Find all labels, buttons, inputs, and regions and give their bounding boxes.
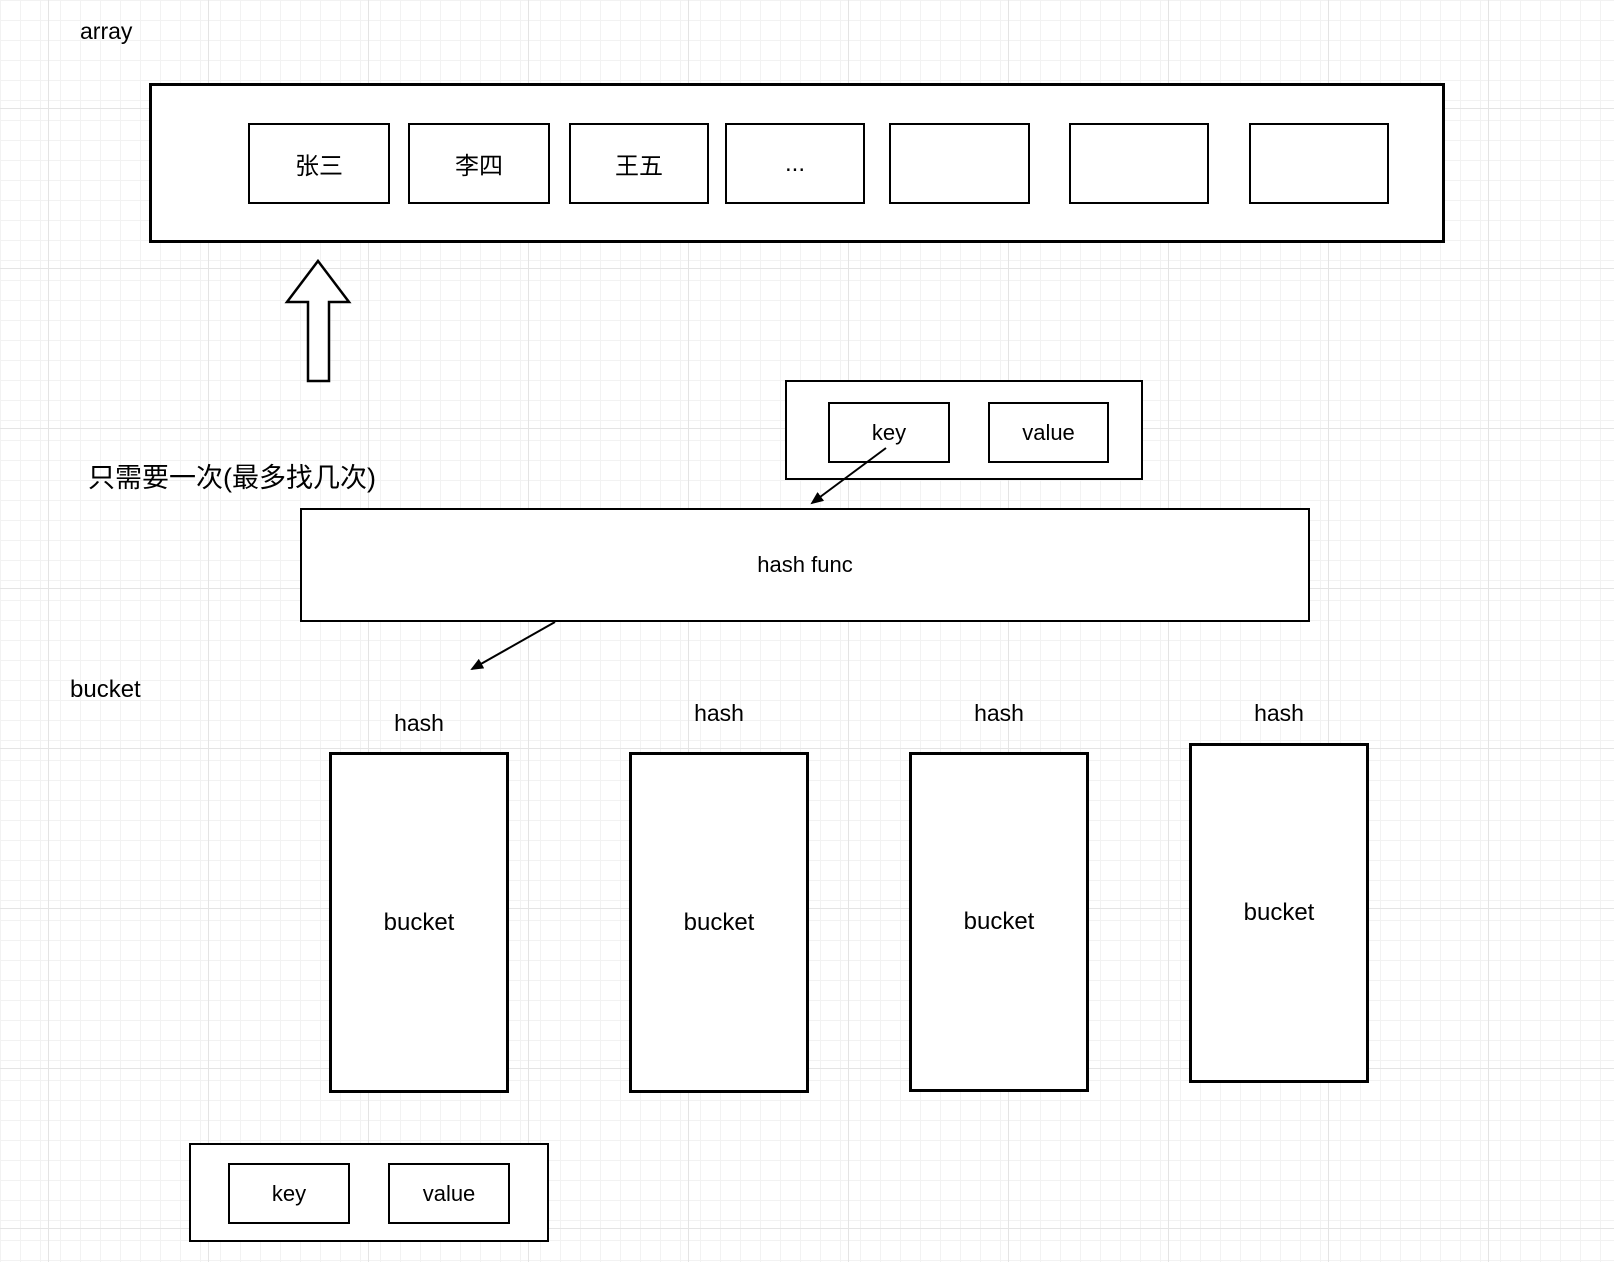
- hash-label-1: hash: [394, 710, 444, 736]
- up-arrow: [284, 258, 352, 383]
- key-box-top: key: [828, 402, 950, 463]
- bucket-box-1: bucket: [329, 752, 509, 1093]
- hash-label-2: hash: [694, 700, 744, 726]
- kv-pair-bottom-box: key value: [189, 1143, 549, 1242]
- bucket-section-label: bucket: [70, 676, 141, 703]
- key-box-bottom: key: [228, 1163, 350, 1224]
- bucket-box-3: bucket: [909, 752, 1089, 1092]
- note-label: 只需要一次(最多找几次): [88, 463, 376, 493]
- value-box-bottom: value: [388, 1163, 510, 1224]
- bucket-box-4: bucket: [1189, 743, 1369, 1083]
- array-cell-2: 李四: [408, 123, 550, 204]
- hash-func-box: hash func: [300, 508, 1310, 622]
- array-cell-3: 王五: [569, 123, 709, 204]
- kv-pair-top-box: key value: [785, 380, 1143, 480]
- array-cell-5: [889, 123, 1030, 204]
- hash-func-label: hash func: [757, 552, 853, 577]
- array-box: 张三 李四 王五 ...: [149, 83, 1445, 243]
- hash-label-3: hash: [974, 700, 1024, 726]
- arrow-hashfunc-to-bucket: [470, 621, 556, 670]
- array-cell-6: [1069, 123, 1209, 204]
- array-cell-7: [1249, 123, 1389, 204]
- bucket-box-2: bucket: [629, 752, 809, 1093]
- value-box-top: value: [988, 402, 1109, 463]
- array-cell-1: 张三: [248, 123, 390, 204]
- hash-label-4: hash: [1254, 700, 1304, 726]
- array-cell-4: ...: [725, 123, 865, 204]
- array-section-label: array: [80, 18, 133, 44]
